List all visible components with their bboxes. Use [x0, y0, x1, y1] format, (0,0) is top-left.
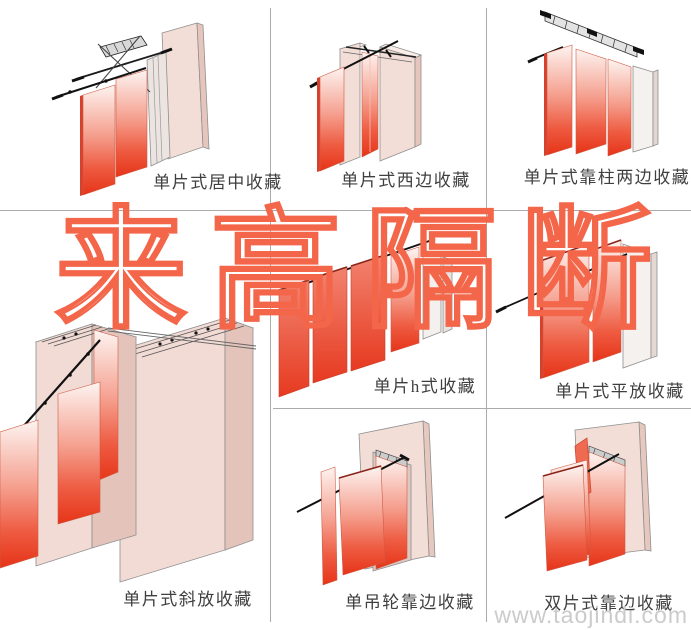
cell-top-right: 单片式靠柱两边收藏: [487, 0, 691, 210]
partition-illustration-flat-storage: [495, 239, 658, 379]
partition-illustration-side-storage: [309, 40, 423, 172]
grid-line-horizontal-mid: [273, 408, 691, 409]
diagram-caption: 单片式西边收藏: [341, 171, 471, 190]
cell-bottom-middle: 单吊轮靠边收藏: [273, 408, 487, 630]
cell-top-left: 单片式居中收藏: [0, 0, 281, 210]
partition-illustration-center-storage: [51, 22, 210, 196]
partition-illustration-slant-storage: [0, 317, 257, 583]
partition-illustration-single-trolley-side: [296, 420, 436, 586]
diagram-caption: 单片式靠柱两边收藏: [523, 168, 691, 187]
partition-illustration-h-type: [278, 238, 453, 398]
diagram-caption: 单吊轮靠边收藏: [345, 593, 475, 612]
cell-bottom-right: 双片式靠边收藏: [487, 408, 691, 630]
grid-line-vertical-left: [270, 8, 271, 622]
diagram-caption: 单片h式收藏: [373, 377, 477, 396]
cell-middle-middle: 单片h式收藏: [273, 210, 487, 408]
cell-left-tall: 单片式斜放收藏: [0, 210, 273, 630]
url-watermark: www.taojindi.com: [494, 602, 688, 628]
diagram-caption: 单片式斜放收藏: [123, 590, 253, 609]
grid-line-vertical-right: [486, 8, 487, 622]
grid-line-horizontal-top: [0, 210, 691, 211]
partition-illustration-double-side-storage: [504, 421, 652, 572]
cell-top-middle: 单片式西边收藏: [270, 0, 487, 210]
cell-middle-right: 单片式平放收藏: [487, 210, 691, 408]
partition-illustration-pillar-both-sides: [527, 10, 659, 157]
diagram-caption: 单片式居中收藏: [153, 173, 283, 192]
diagram-caption: 单片式平放收藏: [555, 382, 685, 401]
diagram-caption: 双片式靠边收藏: [544, 594, 674, 613]
